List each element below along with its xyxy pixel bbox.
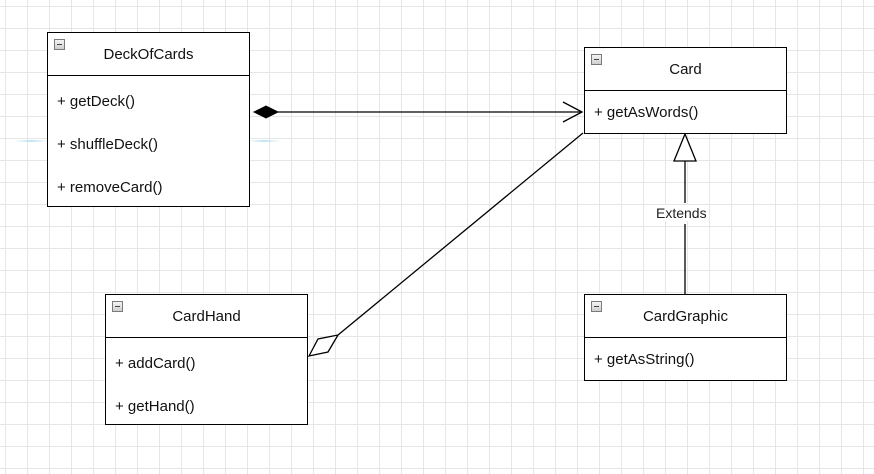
inheritance-edge[interactable] xyxy=(673,132,697,294)
class-name: CardGraphic xyxy=(642,307,729,325)
selection-guide-right xyxy=(248,140,280,142)
extends-label: Extends xyxy=(654,205,709,221)
class-card[interactable]: Card + getAsWords() xyxy=(584,47,787,134)
class-card-hand[interactable]: CardHand + addCard() + getHand() xyxy=(105,294,308,425)
collapse-icon[interactable] xyxy=(112,301,123,312)
composition-edge[interactable] xyxy=(252,101,584,123)
method-item[interactable]: + getDeck() xyxy=(57,93,135,110)
class-deck-of-cards[interactable]: DeckOfCards + getDeck() + shuffleDeck() … xyxy=(47,32,250,207)
selection-guide-left xyxy=(14,140,48,142)
method-list: + addCard() + getHand() xyxy=(106,338,307,428)
aggregation-diamond xyxy=(307,334,340,357)
class-name: CardHand xyxy=(172,307,241,325)
method-item[interactable]: + getHand() xyxy=(115,398,195,415)
method-list: + getAsString() xyxy=(585,338,786,381)
inheritance-triangle xyxy=(673,132,697,162)
method-list: + getAsWords() xyxy=(585,91,786,134)
class-name: Card xyxy=(669,60,702,78)
aggregation-edge[interactable] xyxy=(307,132,584,357)
collapse-icon[interactable] xyxy=(591,54,602,65)
class-header: CardGraphic xyxy=(585,295,786,338)
collapse-icon[interactable] xyxy=(54,39,65,50)
method-item[interactable]: + removeCard() xyxy=(57,179,163,196)
class-card-graphic[interactable]: CardGraphic + getAsString() xyxy=(584,294,787,381)
method-item[interactable]: + getAsString() xyxy=(594,351,695,368)
method-item[interactable]: + addCard() xyxy=(115,355,196,372)
collapse-icon[interactable] xyxy=(591,301,602,312)
aggregation-line xyxy=(337,132,584,336)
method-item[interactable]: + shuffleDeck() xyxy=(57,136,159,153)
class-name: DeckOfCards xyxy=(103,45,194,63)
composition-diamond xyxy=(252,105,280,119)
method-item[interactable]: + getAsWords() xyxy=(594,104,699,121)
composition-arrowhead xyxy=(562,101,584,123)
class-header: Card xyxy=(585,48,786,91)
class-header: CardHand xyxy=(106,295,307,338)
method-list: + getDeck() + shuffleDeck() + removeCard… xyxy=(48,76,249,209)
class-header: DeckOfCards xyxy=(48,33,249,76)
